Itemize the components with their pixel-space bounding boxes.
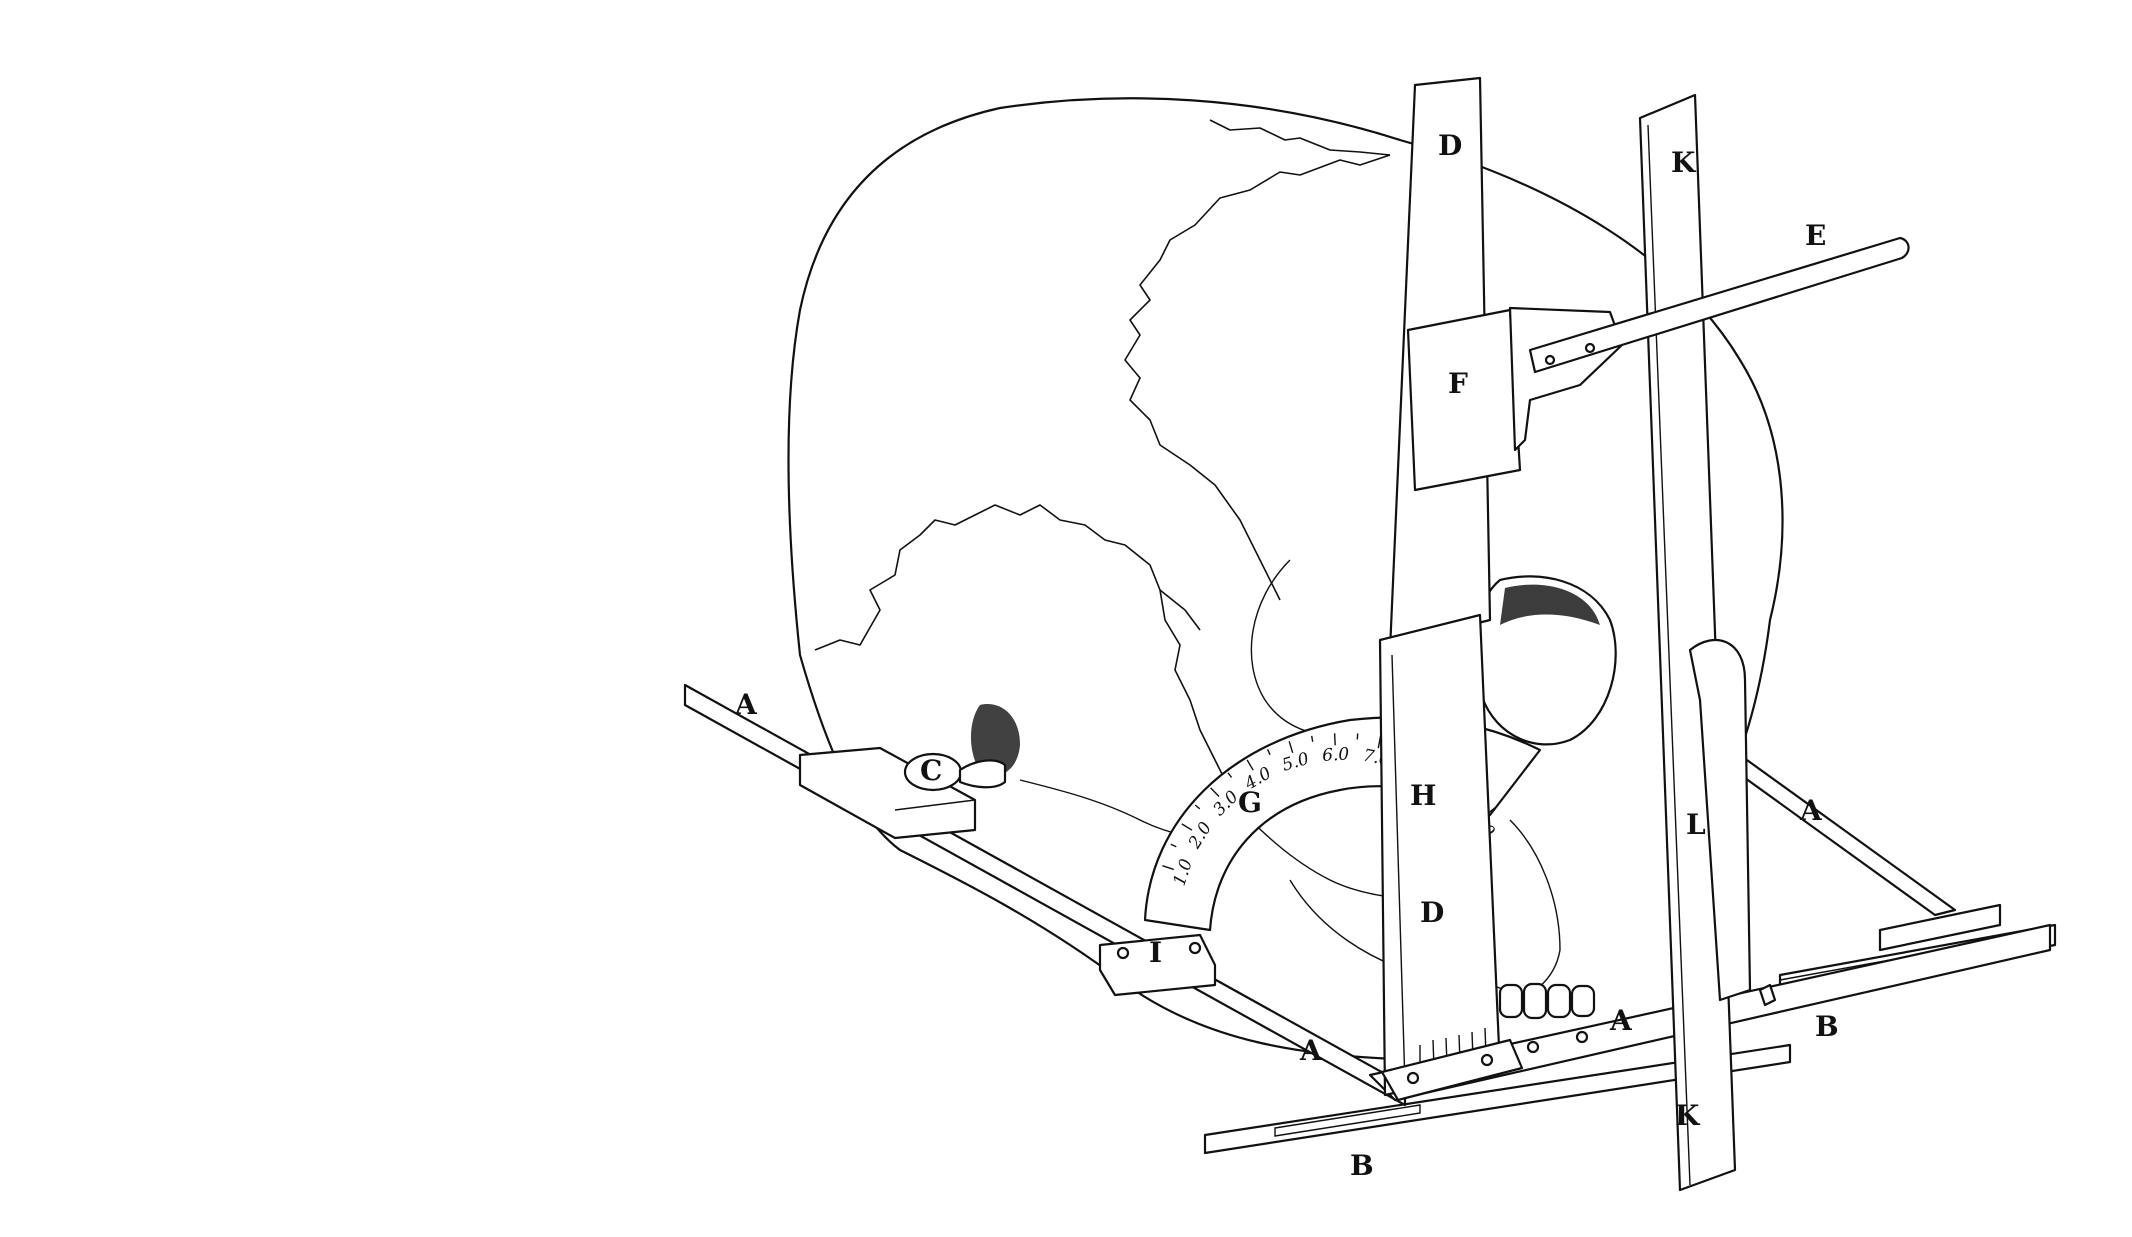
label-a-front: A — [1299, 1034, 1323, 1067]
label-b-front: B — [1350, 1149, 1374, 1182]
protractor-scale-label: 6.0 — [1322, 744, 1350, 765]
protractor-tick — [1312, 736, 1313, 742]
skull-cranium-outline — [788, 98, 1782, 1060]
label-a-right: A — [1799, 794, 1823, 827]
label-a-center: A — [1609, 1004, 1633, 1037]
label-f: F — [1448, 367, 1468, 400]
label-d-top: D — [1438, 129, 1462, 162]
label-h: H — [1410, 779, 1436, 812]
label-c: C — [920, 754, 942, 787]
skull-drawing — [788, 98, 1782, 1060]
label-l: L — [1686, 808, 1706, 841]
label-i: I — [1149, 936, 1162, 969]
slider-f — [1408, 310, 1520, 490]
label-d-bottom: D — [1420, 896, 1444, 929]
label-a-left: A — [734, 688, 758, 721]
label-e: E — [1805, 219, 1826, 252]
protractor-tick — [1335, 733, 1336, 745]
label-k-bottom: K — [1675, 1099, 1701, 1132]
label-b-right: B — [1815, 1010, 1839, 1043]
frame-a-right-arm — [1720, 755, 1955, 915]
label-k-top: K — [1671, 146, 1697, 179]
label-g: G — [1238, 786, 1262, 819]
